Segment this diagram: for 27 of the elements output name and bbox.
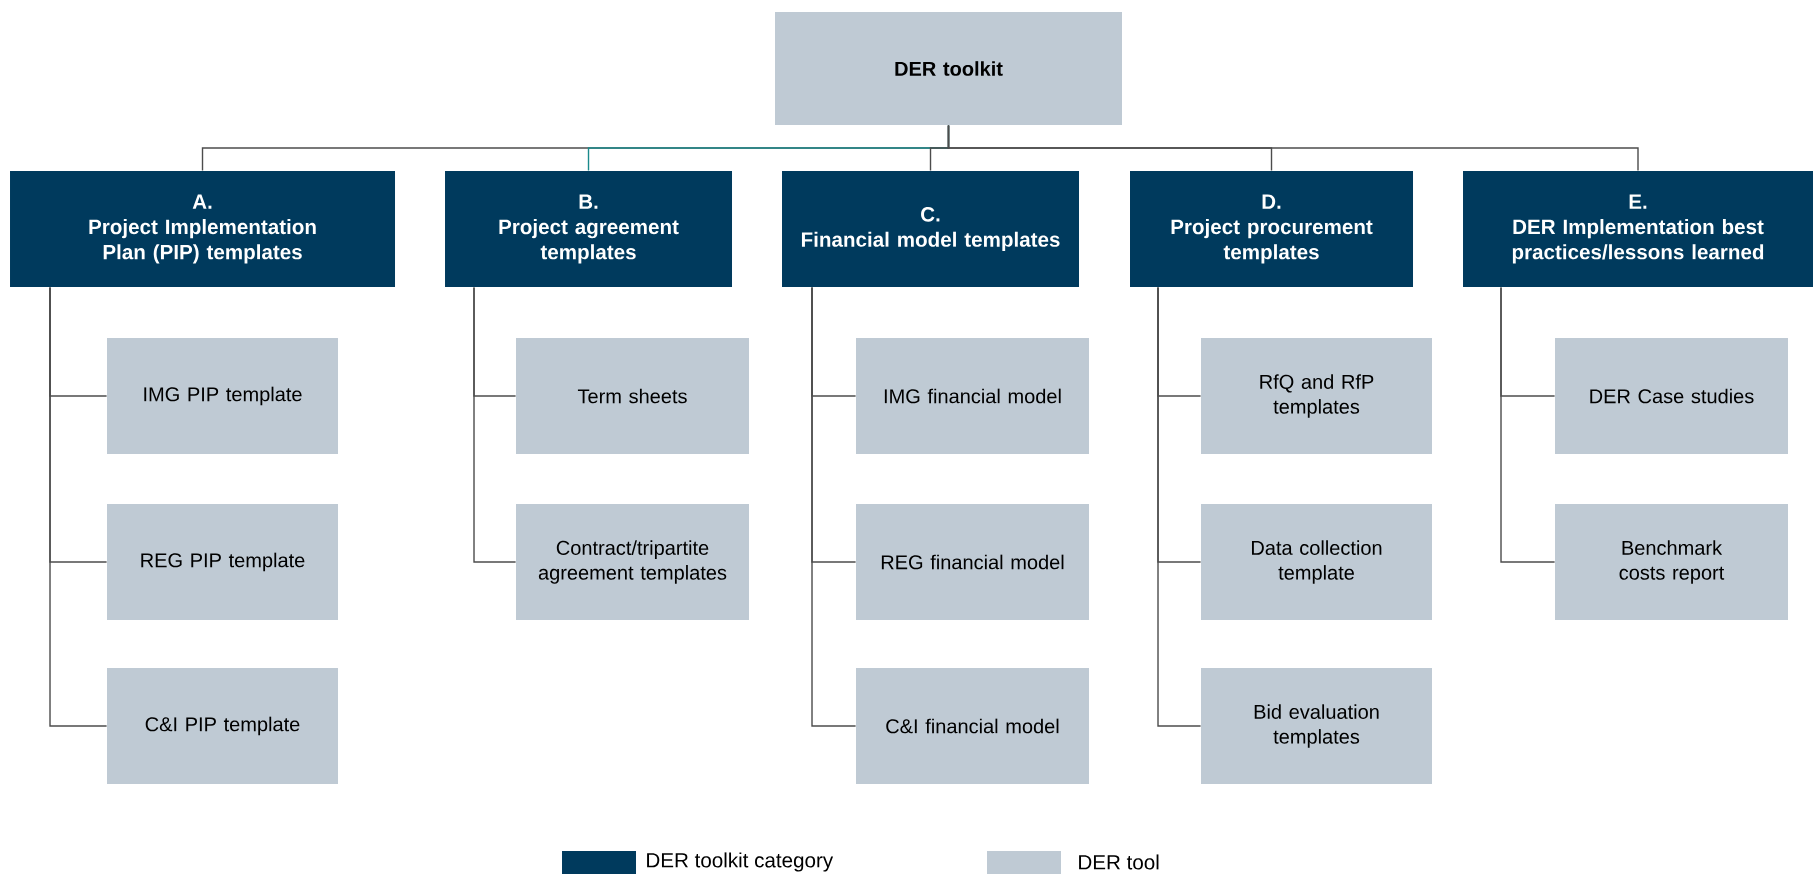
tool-box: C&I PIP template (107, 668, 338, 784)
tool-box: Data collection template (1201, 504, 1432, 620)
legend-label: DER toolkit category (647, 852, 834, 872)
category-box: D. Project procurement templates (1130, 171, 1413, 287)
connector-line (1500, 286, 1556, 563)
connector-line (473, 286, 517, 563)
connector-line (811, 286, 857, 727)
tool-box: C&I financial model (856, 668, 1089, 784)
tool-box: Benchmark costs report (1555, 504, 1788, 620)
connector-line (1157, 286, 1202, 727)
tool-box: Term sheets (516, 338, 749, 454)
tool-box: RfQ and RfP templates (1201, 338, 1432, 454)
category-box: B. Project agreement templates (445, 171, 732, 287)
tool-box: Bid evaluation templates (1201, 668, 1432, 784)
category-box: C. Financial model templates (782, 171, 1079, 287)
tool-box: DER Case studies (1555, 338, 1788, 454)
connector-line (947, 124, 1639, 172)
connector-line (49, 286, 108, 727)
category-box: E. DER Implementation best practices/lessons learned (1463, 171, 1813, 287)
legend-label: DER tool (1079, 854, 1159, 870)
root-box: DER toolkit (775, 12, 1122, 125)
tool-box: REG PIP template (107, 504, 338, 620)
category-box: A. Project Implementation Plan (PIP) templates (10, 171, 395, 287)
tool-box: Contract/tripartite agreement templates (516, 504, 749, 620)
tool-box: IMG financial model (856, 338, 1089, 454)
tool-box: REG financial model (856, 504, 1089, 620)
tool-box: IMG PIP template (107, 338, 338, 454)
